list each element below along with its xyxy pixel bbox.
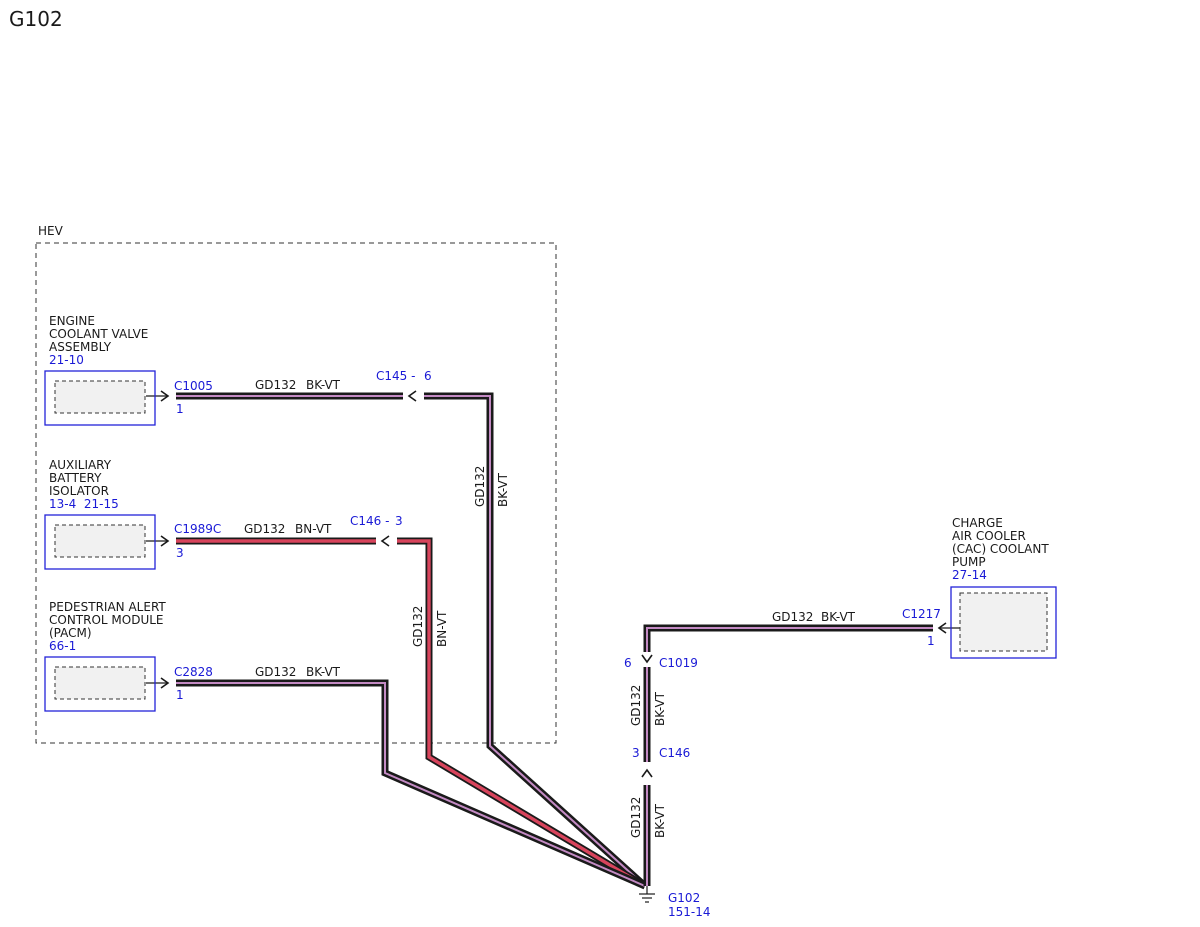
connector-c146-bottom-label: C146 (659, 746, 690, 760)
svg-text:13-4 21-15: 13-4 21-15 (49, 497, 119, 511)
wire-w2-vertical-color: BN-VT (435, 610, 449, 647)
wire-w2-circuit: GD132 (244, 522, 285, 536)
wire-w1-circuit: GD132 (255, 378, 296, 392)
wire-w3-circuit: GD132 (255, 665, 296, 679)
svg-text:AUXILIARY: AUXILIARY (49, 458, 112, 472)
connector-c1005-label: C1005 (174, 379, 213, 393)
ground-g102-ref: 151-14 (668, 905, 711, 919)
connector-c146-top-label: C146 - (350, 514, 389, 528)
svg-text:CHARGE: CHARGE (952, 516, 1003, 530)
connector-c1019-pin: 6 (624, 656, 632, 670)
connector-c1989c-label: C1989C (174, 522, 221, 536)
connector-c1019-label: C1019 (659, 656, 698, 670)
connector-c2828-label: C2828 (174, 665, 213, 679)
svg-text:66-1: 66-1 (49, 639, 76, 653)
connector-c145-pin: 6 (424, 369, 432, 383)
ground-g102-label: G102 (668, 891, 700, 905)
connector-c146-top-pin: 3 (395, 514, 403, 528)
wire-c1217-to-g102[interactable] (643, 624, 933, 886)
connector-c2828-pin: 1 (176, 688, 184, 702)
svg-text:ISOLATOR: ISOLATOR (49, 484, 109, 498)
ground-symbol-icon (639, 886, 655, 903)
svg-text:(CAC) COOLANT: (CAC) COOLANT (952, 542, 1049, 556)
wire-c1989c-to-g102[interactable] (176, 537, 647, 890)
component-auxiliary-battery-isolator[interactable]: AUXILIARY BATTERY ISOLATOR 13-4 21-15 (44, 458, 156, 570)
connector-arrows (146, 390, 960, 778)
wire-w2-vertical-circuit: GD132 (411, 606, 425, 647)
wire-w4-circuit: GD132 (772, 610, 813, 624)
wire-c2828-to-g102[interactable] (176, 679, 647, 890)
svg-text:COOLANT VALVE: COOLANT VALVE (49, 327, 148, 341)
wire-w1-vertical-circuit: GD132 (473, 466, 487, 507)
wire-w3-color: BK-VT (306, 665, 341, 679)
component-cac-coolant-pump[interactable]: CHARGE AIR COOLER (CAC) COOLANT PUMP 27-… (950, 516, 1057, 659)
svg-text:27-14: 27-14 (952, 568, 987, 582)
wire-w4-vertical-upper-color: BK-VT (653, 691, 667, 726)
wire-w4-color: BK-VT (821, 610, 856, 624)
connector-c1989c-pin: 3 (176, 546, 184, 560)
page-title: G102 (9, 7, 63, 31)
connector-c146-bottom-pin: 3 (632, 746, 640, 760)
svg-text:PEDESTRIAN ALERT: PEDESTRIAN ALERT (49, 600, 166, 614)
wire-w1-color: BK-VT (306, 378, 341, 392)
component-pacm[interactable]: PEDESTRIAN ALERT CONTROL MODULE (PACM) 6… (44, 600, 166, 712)
svg-text:ENGINE: ENGINE (49, 314, 95, 328)
svg-text:AIR COOLER: AIR COOLER (952, 529, 1026, 543)
svg-text:21-10: 21-10 (49, 353, 84, 367)
svg-text:PUMP: PUMP (952, 555, 986, 569)
connector-c145-label: C145 - (376, 369, 415, 383)
wire-w4-vertical-lower-color: BK-VT (653, 803, 667, 838)
svg-text:ASSEMBLY: ASSEMBLY (49, 340, 112, 354)
connector-c1217-pin: 1 (927, 634, 935, 648)
wire-w4-vertical-lower-circuit: GD132 (629, 797, 643, 838)
wire-w4-vertical-upper-circuit: GD132 (629, 685, 643, 726)
wire-c1005-to-g102[interactable] (176, 392, 648, 889)
connector-c1005-pin: 1 (176, 402, 184, 416)
component-engine-coolant-valve[interactable]: ENGINE COOLANT VALVE ASSEMBLY 21-10 (44, 314, 156, 426)
wire-w1-vertical-color: BK-VT (496, 472, 510, 507)
connector-c1217-label: C1217 (902, 607, 941, 621)
hev-label: HEV (38, 224, 64, 238)
svg-text:CONTROL MODULE: CONTROL MODULE (49, 613, 164, 627)
wire-w2-color: BN-VT (295, 522, 332, 536)
svg-text:BATTERY: BATTERY (49, 471, 102, 485)
hev-region (35, 242, 557, 744)
svg-text:(PACM): (PACM) (49, 626, 92, 640)
